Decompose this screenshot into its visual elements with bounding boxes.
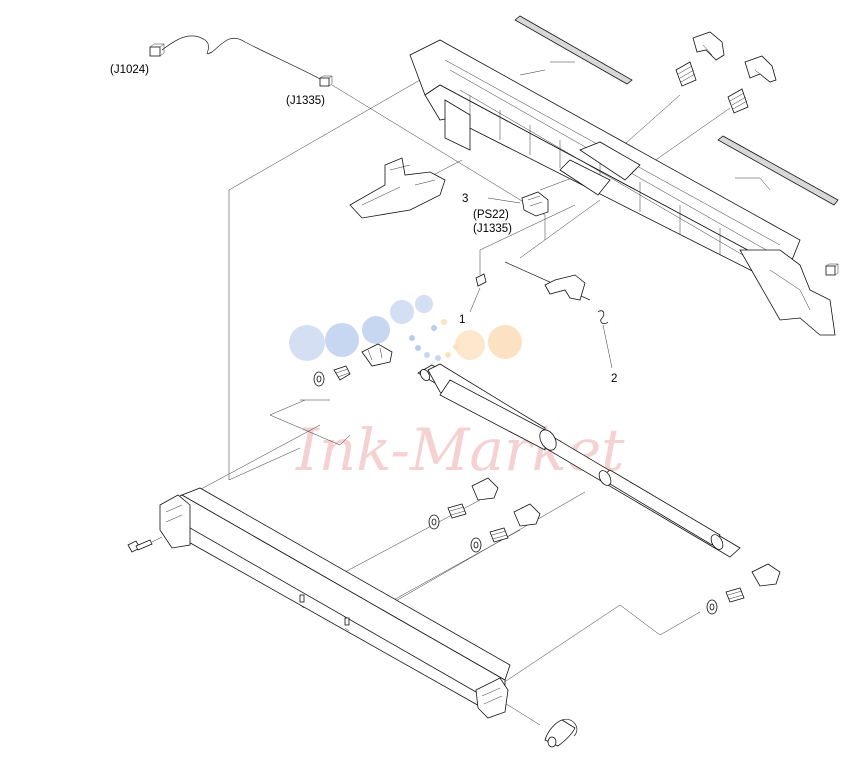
sensor-ps22: 3 (PS22) (J1335) bbox=[462, 191, 549, 235]
roller-right-hardware bbox=[706, 563, 781, 615]
watermark-dot bbox=[362, 316, 390, 344]
watermark-dot bbox=[415, 295, 433, 313]
wire-harness bbox=[149, 35, 333, 87]
watermark-dot bbox=[390, 300, 414, 324]
watermark-dot bbox=[435, 355, 441, 361]
watermark-dot bbox=[424, 352, 430, 358]
lower-frame bbox=[159, 487, 511, 719]
watermark-dot bbox=[431, 325, 437, 331]
guide-strips bbox=[514, 15, 839, 206]
mounting-bracket bbox=[349, 157, 446, 219]
bottom-clip bbox=[544, 718, 578, 748]
sensor-ps22-label: (PS22) bbox=[473, 209, 509, 221]
watermark-dot bbox=[455, 330, 485, 360]
connector-j1335-label: (J1335) bbox=[286, 95, 325, 107]
actuator-assembly: 1 2 bbox=[459, 261, 617, 385]
watermark-dot bbox=[409, 335, 415, 341]
callout-3-label: 3 bbox=[462, 193, 468, 205]
roller-mid-hardware bbox=[428, 477, 541, 553]
sensor-connector-label: (J1335) bbox=[473, 223, 512, 235]
watermark-dot bbox=[445, 352, 451, 358]
callout-1-label: 1 bbox=[459, 314, 465, 326]
watermark-dot bbox=[325, 323, 359, 357]
watermark-dot bbox=[488, 325, 522, 359]
connector-j1024-label: (J1024) bbox=[110, 64, 149, 76]
feed-roller bbox=[417, 363, 741, 558]
callout-2-label: 2 bbox=[611, 373, 617, 385]
roller-left-hardware bbox=[313, 343, 393, 387]
clips-and-springs bbox=[675, 31, 777, 114]
watermark-dot bbox=[415, 345, 421, 351]
upper-frame bbox=[409, 39, 839, 336]
watermark-dot bbox=[453, 344, 459, 350]
watermark-dot bbox=[289, 325, 325, 361]
watermark-dot bbox=[441, 319, 447, 325]
screw bbox=[127, 536, 163, 553]
